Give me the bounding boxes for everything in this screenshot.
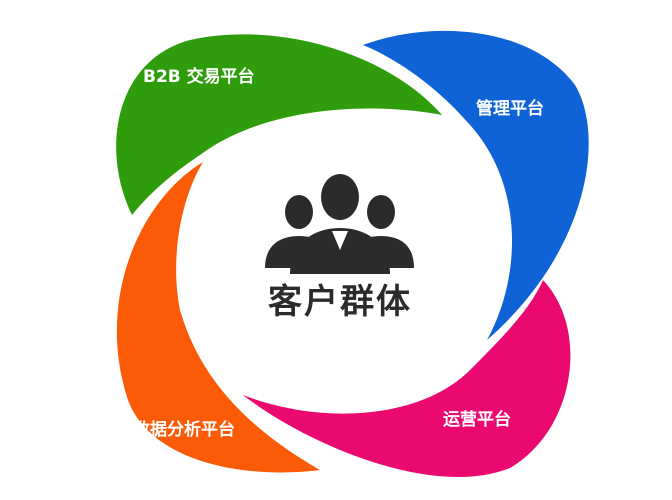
label-management: 管理平台 bbox=[476, 98, 544, 119]
petal-management bbox=[363, 30, 589, 341]
label-operations: 运营平台 bbox=[443, 409, 511, 430]
petal-b2b bbox=[116, 34, 442, 215]
label-b2b: B2B 交易平台 bbox=[143, 66, 255, 87]
center-label: 客户群体 bbox=[268, 282, 412, 322]
people-group-icon bbox=[265, 174, 414, 274]
petal-data-analysis bbox=[116, 162, 321, 473]
petal-operations bbox=[243, 280, 571, 478]
label-data-analysis: 数据分析平台 bbox=[133, 419, 235, 440]
